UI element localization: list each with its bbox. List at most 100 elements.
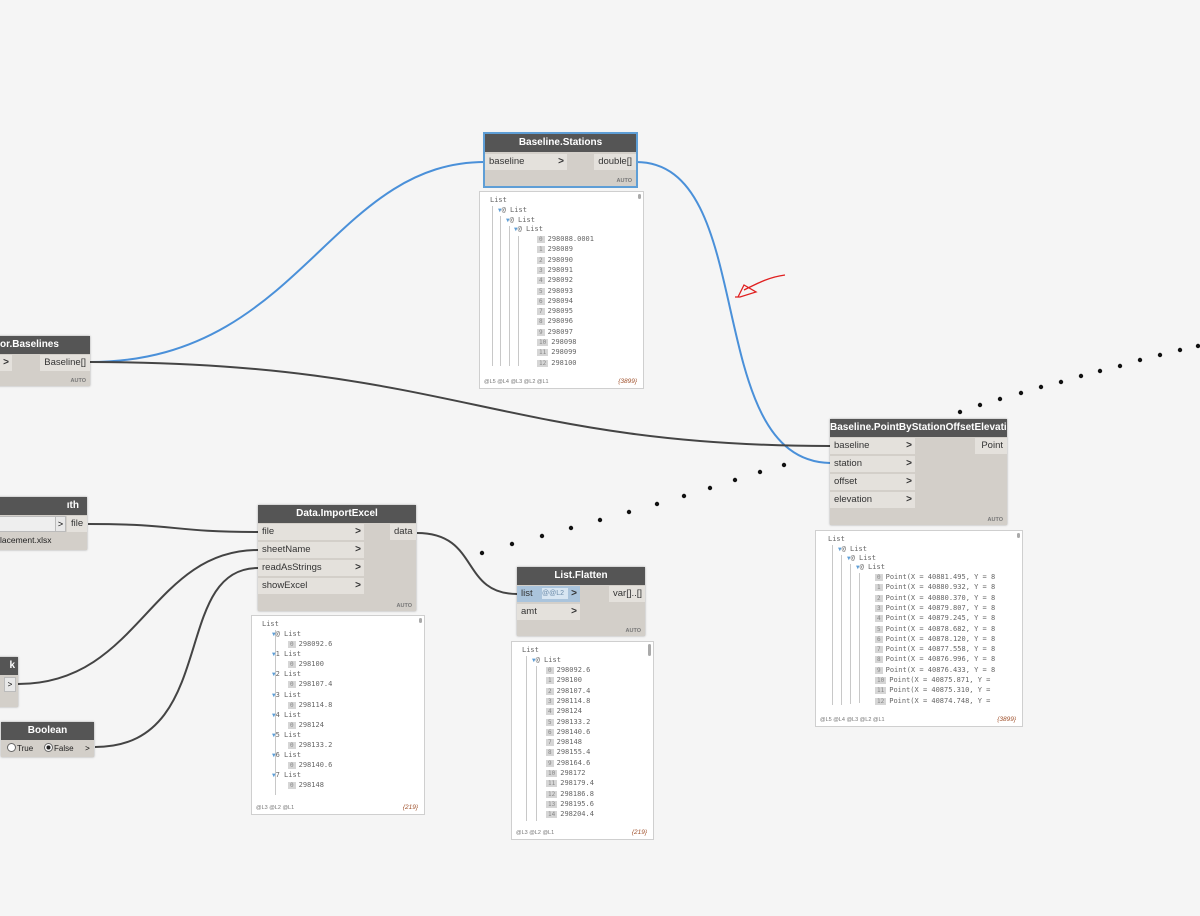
tree-branch[interactable]: ▼1 List bbox=[272, 650, 301, 659]
tree-branch[interactable]: ▼@ List bbox=[498, 206, 527, 214]
wire-stations-to-point-station[interactable] bbox=[635, 161, 831, 464]
tree-branch[interactable]: ▼@ List bbox=[514, 225, 543, 233]
tree-branch[interactable]: ▼2 List bbox=[272, 670, 301, 679]
input-port-offset[interactable]: offset> bbox=[830, 474, 915, 490]
input-port-list[interactable]: list @@L2 > bbox=[517, 586, 580, 602]
input-port-station[interactable]: station> bbox=[830, 456, 915, 472]
item-count: {219} bbox=[402, 804, 418, 811]
scrollbar[interactable] bbox=[638, 194, 641, 199]
list-value: 298195.6 bbox=[560, 799, 594, 808]
scrollbar[interactable] bbox=[648, 644, 651, 656]
tree-branch[interactable]: ▼@ List bbox=[506, 216, 535, 224]
list-index: 9 bbox=[537, 328, 545, 336]
list-index: 2 bbox=[537, 256, 545, 264]
tree-root: List bbox=[522, 646, 539, 654]
tree-branch[interactable]: ▼3 List bbox=[272, 690, 301, 699]
input-port[interactable]: > bbox=[0, 355, 12, 371]
list-index: 6 bbox=[546, 728, 554, 736]
node-sheet-name[interactable]: k > bbox=[0, 657, 18, 707]
input-port-file[interactable]: file> bbox=[258, 524, 364, 540]
list-level-selector[interactable]: @@L2 bbox=[542, 588, 568, 599]
output-port-file[interactable]: file bbox=[67, 516, 87, 532]
output-button[interactable]: > bbox=[4, 677, 16, 692]
list-value: 298093 bbox=[547, 286, 573, 295]
list-index: 3 bbox=[546, 697, 554, 705]
tree-branch[interactable]: ▼@ List bbox=[532, 656, 561, 664]
list-value: 298099 bbox=[551, 348, 577, 357]
list-index: 11 bbox=[546, 780, 558, 788]
list-value: 298148 bbox=[298, 781, 324, 790]
radio-false[interactable]: False bbox=[44, 743, 74, 753]
node-file-path[interactable]: ıth > file lacement.xlsx bbox=[0, 497, 87, 550]
wire-baselines-to-point-baseline[interactable] bbox=[89, 361, 831, 447]
output-button[interactable]: > bbox=[85, 744, 90, 753]
output-port-double-array[interactable]: double[] bbox=[594, 154, 636, 170]
tree-branch[interactable]: ▼5 List bbox=[272, 731, 301, 739]
list-index: 1 bbox=[875, 584, 883, 592]
file-path-input[interactable] bbox=[0, 516, 56, 532]
node-point-by-station-offset-elevation[interactable]: Baseline.PointByStationOffsetElevation b… bbox=[830, 419, 1007, 525]
browse-button[interactable]: > bbox=[55, 516, 66, 532]
wire-baselines-to-stations[interactable] bbox=[89, 161, 486, 363]
lacing-label: AUTO bbox=[616, 178, 632, 184]
list-levels: @L3 @L2 @L1 bbox=[516, 830, 555, 836]
node-baselines[interactable]: or.Baselines > Baseline[] AUTO bbox=[0, 336, 90, 386]
input-port-readasstrings[interactable]: readAsStrings> bbox=[258, 560, 364, 576]
tree-branch[interactable]: ▼@ List bbox=[272, 630, 301, 638]
wire-file-to-import[interactable] bbox=[87, 523, 259, 533]
output-port-var[interactable]: var[]..[] bbox=[609, 586, 645, 602]
list-index: 3 bbox=[875, 604, 883, 612]
tree-branch[interactable]: ▼@ List bbox=[856, 563, 885, 571]
output-port-data[interactable]: data bbox=[390, 524, 416, 540]
list-value: Point(X = 40881.495, Y = 8 bbox=[885, 573, 996, 581]
wire-import-to-flatten[interactable] bbox=[416, 532, 518, 595]
list-index: 6 bbox=[875, 635, 883, 643]
list-index: 14 bbox=[546, 811, 558, 819]
tree-branch[interactable]: ▼@ List bbox=[847, 554, 876, 562]
node-list-flatten[interactable]: List.Flatten list @@L2 > amt> var[]..[] … bbox=[517, 567, 645, 636]
list-value: 298091 bbox=[547, 265, 573, 274]
lacing-label: AUTO bbox=[70, 378, 86, 384]
tree-branch[interactable]: ▼@ List bbox=[838, 545, 867, 553]
tree-branch[interactable]: ▼6 List bbox=[272, 751, 301, 760]
input-port-baseline[interactable]: baseline > bbox=[485, 154, 567, 170]
input-port-elevation[interactable]: elevation> bbox=[830, 492, 915, 508]
node-data-import-excel[interactable]: Data.ImportExcel file> sheetName> readAs… bbox=[258, 505, 416, 611]
list-value: 298186.8 bbox=[560, 789, 594, 798]
node-baseline-stations[interactable]: Baseline.Stations baseline > double[] AU… bbox=[483, 132, 638, 188]
input-port-showexcel[interactable]: showExcel> bbox=[258, 578, 364, 594]
tree-branch[interactable]: ▼7 List bbox=[272, 771, 301, 780]
list-value: 298140.6 bbox=[298, 761, 333, 770]
output-port-point[interactable]: Point bbox=[975, 438, 1007, 454]
list-index: 8 bbox=[875, 656, 883, 664]
output-port-baselines[interactable]: Baseline[] bbox=[40, 355, 90, 371]
list-value: Point(X = 40878.120, Y = 8 bbox=[885, 634, 996, 643]
input-port-amt[interactable]: amt> bbox=[517, 604, 580, 620]
node-boolean[interactable]: Boolean True False > bbox=[1, 722, 94, 757]
scrollbar[interactable] bbox=[419, 618, 422, 623]
input-port-sheetname[interactable]: sheetName> bbox=[258, 542, 364, 558]
radio-true[interactable]: True bbox=[7, 743, 33, 753]
scrollbar[interactable] bbox=[1017, 533, 1020, 538]
tree-branch[interactable]: ▼4 List bbox=[272, 710, 301, 719]
wire-boolean-to-import[interactable] bbox=[94, 567, 259, 748]
list-index: 8 bbox=[537, 318, 545, 326]
chevron-right-icon: > bbox=[355, 580, 361, 591]
item-count: {3899} bbox=[618, 378, 637, 385]
chevron-right-icon: > bbox=[355, 544, 361, 555]
list-value: 298172 bbox=[560, 769, 586, 777]
wire-sheet-to-import[interactable] bbox=[17, 549, 259, 685]
input-port-baseline[interactable]: baseline> bbox=[830, 438, 915, 454]
